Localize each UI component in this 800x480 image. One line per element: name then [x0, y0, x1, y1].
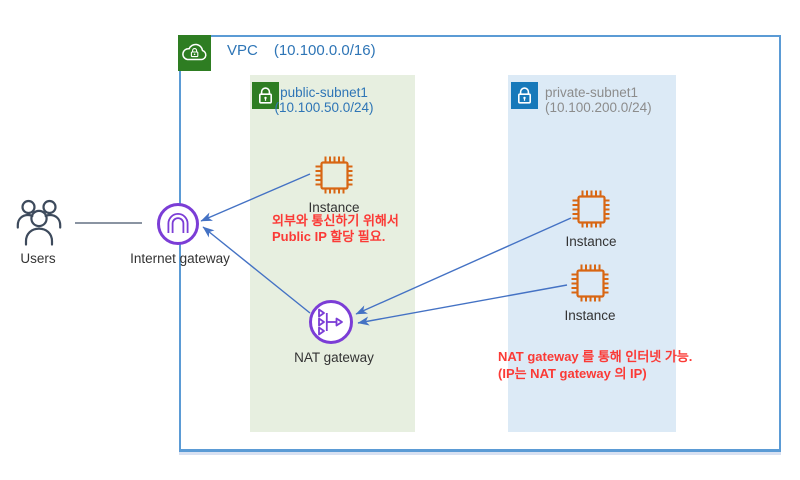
private-subnet-note: NAT gateway 를 통해 인터넷 가능. (IP는 NAT gatewa… [498, 349, 692, 382]
public-subnet-name: public-subnet1 [280, 85, 368, 100]
public-subnet-label: public-subnet1 (10.100.50.0/24) [263, 85, 385, 115]
private-instance-1-icon [572, 190, 610, 228]
nat-gateway-icon [309, 300, 353, 344]
private-subnet-label: private-subnet1 (10.100.200.0/24) [545, 85, 652, 115]
internet-gateway-icon [157, 203, 199, 245]
public-instance-note-line1: 외부와 통신하기 위해서 [272, 213, 399, 228]
public-instance-note: 외부와 통신하기 위해서 Public IP 할당 필요. [272, 213, 399, 244]
private-subnet-note-line2: (IP는 NAT gateway 의 IP) [498, 365, 647, 381]
nat-gateway-label: NAT gateway [294, 350, 374, 365]
private-subnet-name: private-subnet1 [545, 85, 639, 100]
public-subnet-box [250, 75, 415, 432]
users-label: Users [20, 251, 56, 266]
vpc-icon [178, 35, 211, 71]
private-subnet-lock-icon [511, 82, 538, 109]
private-subnet-cidr: (10.100.200.0/24) [545, 100, 652, 115]
public-instance-label: Instance [308, 200, 360, 215]
public-subnet-lock-icon [252, 82, 279, 109]
private-instance-2-icon [571, 264, 609, 302]
vpc-cidr: (10.100.0.0/16) [273, 42, 376, 59]
private-instance-1-label: Instance [565, 234, 617, 249]
private-subnet-note-line1: NAT gateway 를 통해 인터넷 가능. [498, 349, 693, 364]
public-subnet-cidr: (10.100.50.0/24) [274, 100, 374, 115]
vpc-title: VPC (10.100.0.0/16) [227, 42, 376, 59]
private-instance-2-label: Instance [564, 308, 616, 323]
internet-gateway-label: Internet gateway [130, 251, 230, 266]
vpc-label: VPC [227, 42, 258, 59]
public-instance-icon [315, 156, 353, 194]
public-instance-note-line2: Public IP 할당 필요. [272, 228, 386, 244]
users-icon [16, 199, 62, 246]
